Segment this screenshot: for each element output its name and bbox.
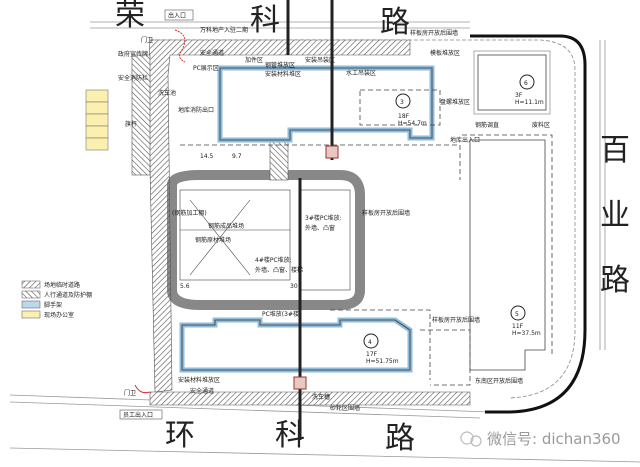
- svg-text:H=11.1m: H=11.1m: [515, 99, 544, 106]
- svg-text:人行通道及防护棚: 人行通道及防护棚: [44, 291, 92, 299]
- svg-text:模板堆放区: 模板堆放区: [430, 49, 460, 57]
- svg-text:5: 5: [515, 311, 519, 318]
- building-4: [179, 317, 413, 373]
- tower-cranes: [286, 0, 339, 440]
- road-name-bottom: 环 科 路: [165, 418, 415, 456]
- svg-text:钢筋原材堆场: 钢筋原材堆场: [195, 236, 231, 244]
- guard-bottom: 门卫: [124, 389, 136, 397]
- building-3-label: 3 18F H=54.7m: [395, 93, 427, 127]
- svg-text:14.5: 14.5: [200, 153, 214, 160]
- svg-text:安全消防栏: 安全消防栏: [118, 74, 148, 82]
- svg-text:3: 3: [400, 99, 404, 106]
- svg-text:(钢筋加工棚): (钢筋加工棚): [172, 209, 207, 217]
- svg-text:万科地产入驻二期: 万科地产入驻二期: [200, 26, 248, 34]
- svg-text:PC展示区: PC展示区: [193, 65, 219, 72]
- svg-text:荣: 荣: [115, 0, 145, 33]
- area-labels: 万科地产入驻二期 样板房开放后围墙 模板堆放区 水工吊装区 钢管堆放区 安装材料…: [118, 26, 550, 412]
- svg-text:30: 30: [290, 283, 298, 290]
- svg-text:百: 百: [600, 133, 630, 168]
- guard-top: 门卫: [141, 36, 153, 44]
- svg-text:H=54.7m: H=54.7m: [398, 120, 427, 127]
- svg-text:钢管堆放区: 钢管堆放区: [265, 61, 295, 69]
- svg-text:6: 6: [524, 80, 528, 87]
- watermark: 微信号: dichan360: [460, 430, 621, 448]
- svg-text:科: 科: [275, 418, 305, 453]
- svg-text:钢筋调直: 钢筋调直: [475, 121, 499, 129]
- road-name-right: 百 业 路: [600, 133, 630, 298]
- top-entrance: 出入口: [168, 12, 186, 20]
- legend: 场地临时道路 人行通道及防护棚 脚手架 现场办公室: [21, 280, 92, 319]
- svg-text:外墙、凸窗: 外墙、凸窗: [305, 224, 335, 232]
- svg-text:旗杆: 旗杆: [125, 120, 137, 128]
- svg-text:3#楼PC堆放:: 3#楼PC堆放:: [305, 214, 342, 222]
- svg-text:4: 4: [368, 339, 372, 346]
- svg-text:环: 环: [165, 418, 195, 453]
- svg-text:PC堆放(3#楼): PC堆放(3#楼): [262, 310, 301, 318]
- svg-text:加件区: 加件区: [245, 56, 263, 64]
- svg-text:9.7: 9.7: [232, 153, 242, 160]
- svg-text:微信号: dichan360: 微信号: dichan360: [487, 430, 621, 448]
- svg-text:样板房开放后围墙: 样板房开放后围墙: [362, 209, 410, 217]
- bottom-entrance: 员工出入口: [123, 411, 153, 419]
- svg-text:3F: 3F: [515, 92, 523, 99]
- svg-text:东南区开放后围墙: 东南区开放后围墙: [475, 377, 523, 385]
- svg-text:安全通道: 安全通道: [190, 387, 214, 395]
- building-4-label: 4 17F H=51.75m: [363, 333, 399, 365]
- svg-text:钢筋成品堆场: 钢筋成品堆场: [208, 222, 244, 230]
- svg-text:样板房开放后围墙: 样板房开放后围墙: [432, 316, 480, 324]
- svg-text:样板房开放后围墙: 样板房开放后围墙: [410, 29, 458, 37]
- svg-text:路: 路: [385, 421, 415, 456]
- svg-text:洗车槽: 洗车槽: [312, 393, 330, 401]
- svg-text:场地临时道路: 场地临时道路: [44, 281, 80, 289]
- svg-text:4#楼PC堆放:: 4#楼PC堆放:: [255, 256, 292, 264]
- svg-text:H=51.75m: H=51.75m: [366, 358, 399, 365]
- svg-text:废料区: 废料区: [532, 121, 550, 129]
- svg-text:砂轮区围墙: 砂轮区围墙: [330, 404, 360, 412]
- svg-text:11F: 11F: [512, 323, 524, 330]
- svg-text:路: 路: [600, 263, 630, 298]
- building-5-label: 5 11F H=37.5m: [510, 305, 541, 337]
- svg-text:洗车池: 洗车池: [158, 89, 176, 97]
- svg-text:地库消防出口: 地库消防出口: [178, 106, 214, 114]
- svg-text:业: 业: [600, 198, 630, 233]
- svg-text:现场办公室: 现场办公室: [44, 311, 74, 319]
- svg-text:水工吊装区: 水工吊装区: [346, 69, 376, 77]
- building-6-label: 6 3F H=11.1m: [515, 74, 544, 106]
- svg-text:政府宣传牌: 政府宣传牌: [118, 50, 148, 58]
- svg-text:安全通道: 安全通道: [200, 49, 224, 57]
- svg-text:安装材料堆放区: 安装材料堆放区: [178, 376, 220, 384]
- building-3: [217, 65, 435, 143]
- svg-text:H=37.5m: H=37.5m: [512, 330, 541, 337]
- svg-text:安装吊装区: 安装吊装区: [305, 56, 335, 64]
- building-6: [477, 54, 547, 111]
- svg-text:外墙、凸窗、楼梯: 外墙、凸窗、楼梯: [255, 266, 303, 274]
- site-boundary: [470, 34, 587, 414]
- temporary-roads: [131, 39, 471, 406]
- svg-text:科: 科: [250, 3, 280, 38]
- svg-text:17F: 17F: [366, 351, 378, 358]
- svg-text:盘螺堆放区: 盘螺堆放区: [440, 98, 470, 106]
- svg-text:路: 路: [380, 5, 410, 40]
- svg-text:地库出入口: 地库出入口: [450, 136, 480, 144]
- zone-boundaries: [180, 89, 471, 386]
- svg-text:脚手架: 脚手架: [44, 301, 62, 309]
- svg-text:安装材料堆区: 安装材料堆区: [265, 70, 301, 78]
- svg-text:18F: 18F: [398, 113, 410, 120]
- road-name-top: 荣 科 路: [115, 0, 410, 40]
- svg-text:5.6: 5.6: [180, 283, 190, 290]
- site-offices: [85, 89, 109, 151]
